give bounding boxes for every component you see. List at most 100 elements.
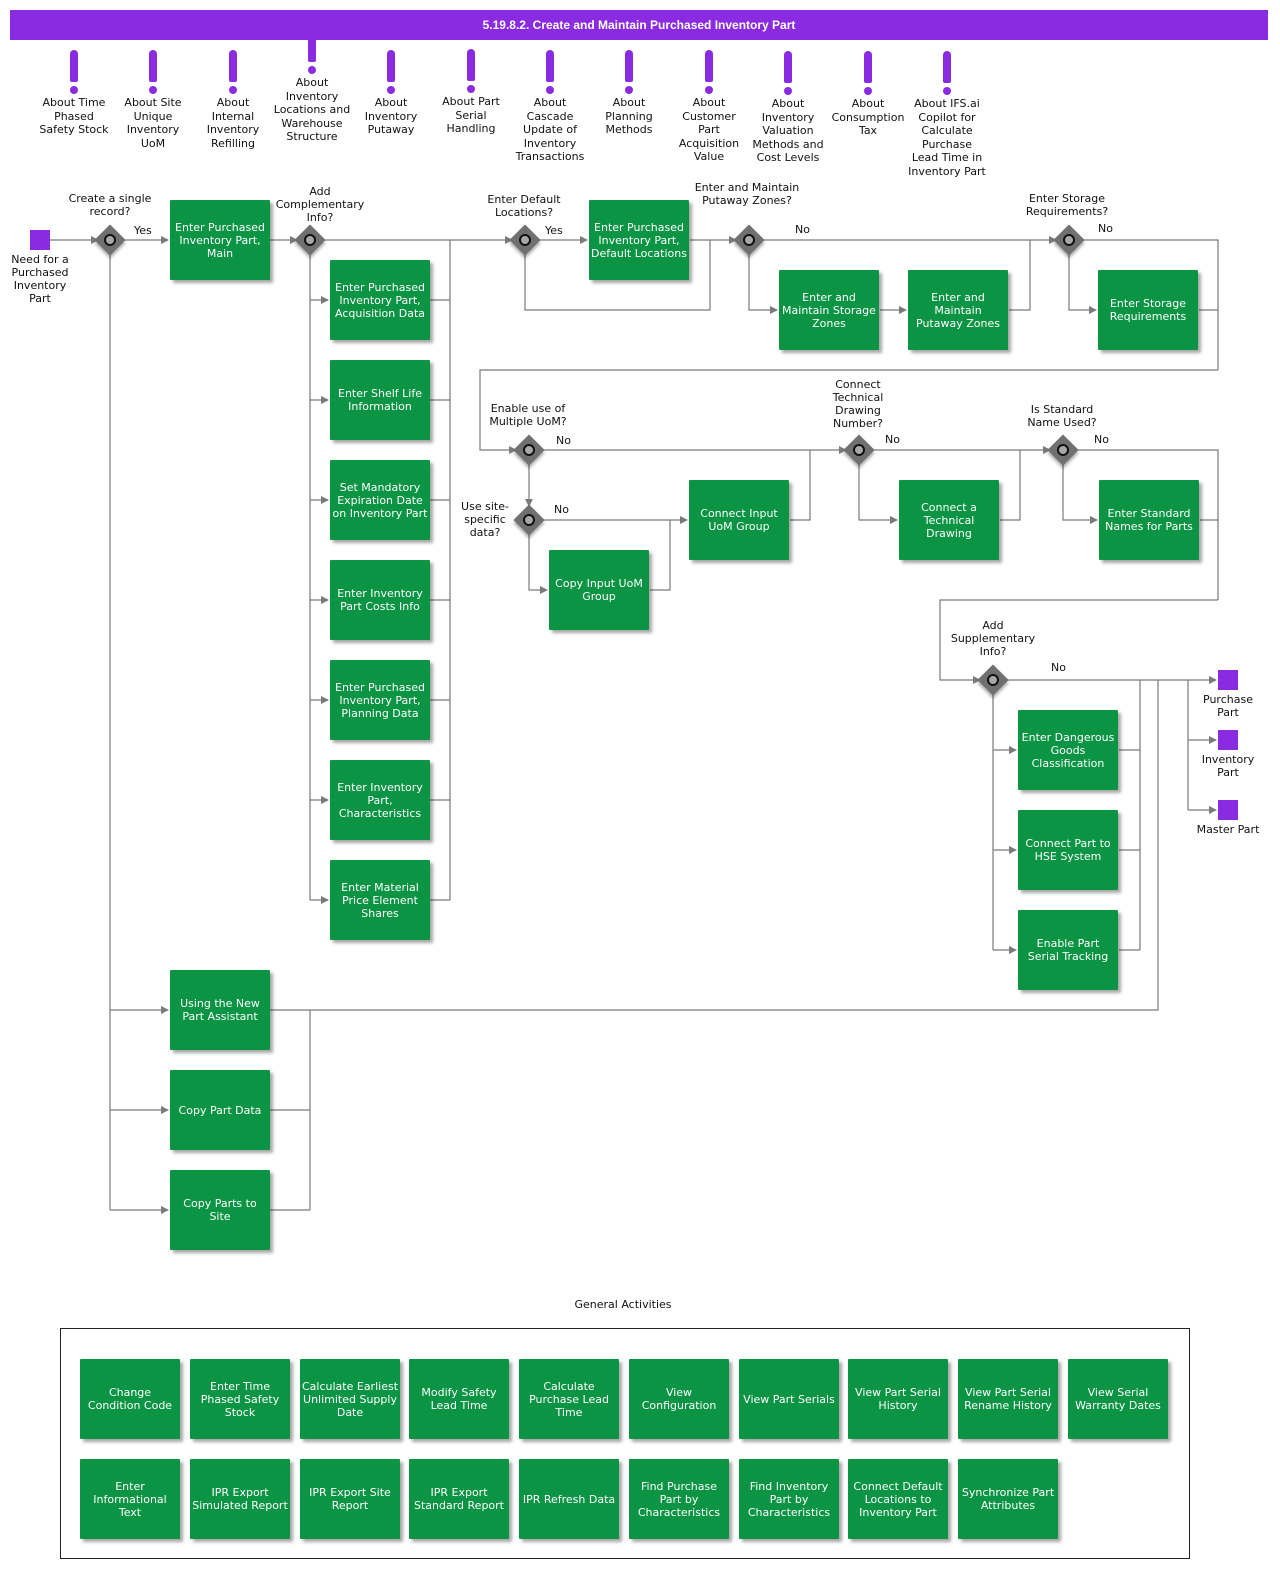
note-label: About Consumption Tax	[831, 97, 905, 137]
end-event-label: Purchase Part	[1203, 693, 1253, 719]
general-activity[interactable]: Synchronize Part Attributes	[958, 1459, 1058, 1539]
activity-storage-zones[interactable]: Enter and Maintain Storage Zones	[779, 270, 879, 350]
flow-label-no: No	[556, 434, 571, 447]
note-label: About Internal Inventory Refilling	[206, 96, 260, 150]
exclamation-icon	[148, 50, 158, 96]
gateway-label: Add Supplementary Info?	[950, 619, 1036, 658]
flow-label-no: No	[795, 223, 810, 236]
general-activity[interactable]: Calculate Earliest Unlimited Supply Date	[300, 1359, 400, 1439]
general-activity[interactable]: Enter Informational Text	[80, 1459, 180, 1539]
general-activity[interactable]: Modify Safety Lead Time	[409, 1359, 509, 1439]
note-part-serial-handling[interactable]: About Part Serial Handling	[432, 49, 510, 136]
start-event-label: Need for a Purchased Inventory Part	[11, 253, 69, 305]
flow-label-no: No	[1098, 222, 1113, 235]
note-valuation-methods[interactable]: About Inventory Valuation Methods and Co…	[749, 51, 827, 165]
exclamation-icon	[69, 50, 79, 96]
activity-serial-tracking[interactable]: Enable Part Serial Tracking	[1018, 910, 1118, 990]
end-event-purchase-part[interactable]	[1218, 670, 1238, 690]
end-event-inventory-part[interactable]	[1218, 730, 1238, 750]
exclamation-icon	[624, 50, 634, 96]
activity-copy-parts-to-site[interactable]: Copy Parts to Site	[170, 1170, 270, 1250]
note-inventory-putaway[interactable]: About Inventory Putaway	[352, 50, 430, 137]
flow-label-yes: Yes	[545, 224, 563, 237]
note-label: About Planning Methods	[605, 96, 653, 136]
general-activity[interactable]: View Serial Warranty Dates	[1068, 1359, 1168, 1439]
general-activity[interactable]: View Part Serials	[739, 1359, 839, 1439]
activity-price-element-shares[interactable]: Enter Material Price Element Shares	[330, 860, 430, 940]
activity-hse-system[interactable]: Connect Part to HSE System	[1018, 810, 1118, 890]
note-label: About Inventory Putaway	[364, 96, 418, 136]
activity-enter-main[interactable]: Enter Purchased Inventory Part, Main	[170, 200, 270, 280]
exclamation-icon	[863, 51, 873, 97]
exclamation-icon	[466, 49, 476, 95]
activity-dangerous-goods[interactable]: Enter Dangerous Goods Classification	[1018, 710, 1118, 790]
note-planning-methods[interactable]: About Planning Methods	[590, 50, 668, 137]
activity-characteristics[interactable]: Enter Inventory Part, Characteristics	[330, 760, 430, 840]
activity-part-assistant[interactable]: Using the New Part Assistant	[170, 970, 270, 1050]
note-label: About Time Phased Safety Stock	[39, 96, 109, 136]
flow-label-no: No	[554, 503, 569, 516]
general-activity[interactable]: View Configuration	[629, 1359, 729, 1439]
general-activity[interactable]: Find Purchase Part by Characteristics	[629, 1459, 729, 1539]
general-activity[interactable]: Calculate Purchase Lead Time	[519, 1359, 619, 1439]
note-inventory-locations[interactable]: About Inventory Locations and Warehouse …	[273, 30, 351, 144]
general-activity[interactable]: IPR Refresh Data	[519, 1459, 619, 1539]
general-activity[interactable]: IPR Export Standard Report	[409, 1459, 509, 1539]
gateway-label: Connect Technical Drawing Number?	[832, 378, 884, 430]
general-activity[interactable]: View Part Serial History	[848, 1359, 948, 1439]
general-activity[interactable]: View Part Serial Rename History	[958, 1359, 1058, 1439]
activity-planning-data[interactable]: Enter Purchased Inventory Part, Planning…	[330, 660, 430, 740]
exclamation-icon	[307, 30, 317, 76]
gateway-label: Enter and Maintain Putaway Zones?	[694, 181, 800, 207]
note-consumption-tax[interactable]: About Consumption Tax	[829, 51, 907, 138]
end-event-label: Master Part	[1196, 823, 1260, 836]
gateway-label: Create a single record?	[68, 192, 152, 218]
general-activity[interactable]: IPR Export Simulated Report	[190, 1459, 290, 1539]
activity-copy-uom-group[interactable]: Copy Input UoM Group	[549, 550, 649, 630]
note-label: About Customer Part Acquisition Value	[678, 96, 740, 163]
activity-default-locations[interactable]: Enter Purchased Inventory Part, Default …	[589, 200, 689, 280]
note-label: About Cascade Update of Inventory Transa…	[515, 96, 585, 163]
exclamation-icon	[704, 50, 714, 96]
note-time-phased-safety-stock[interactable]: About Time Phased Safety Stock	[35, 50, 113, 137]
activity-shelf-life[interactable]: Enter Shelf Life Information	[330, 360, 430, 440]
activity-technical-drawing[interactable]: Connect a Technical Drawing	[899, 480, 999, 560]
activity-putaway-zones[interactable]: Enter and Maintain Putaway Zones	[908, 270, 1008, 350]
general-activity[interactable]: Enter Time Phased Safety Stock	[190, 1359, 290, 1439]
general-activity[interactable]: IPR Export Site Report	[300, 1459, 400, 1539]
activity-standard-names[interactable]: Enter Standard Names for Parts	[1099, 480, 1199, 560]
note-customer-acquisition-value[interactable]: About Customer Part Acquisition Value	[670, 50, 748, 164]
note-internal-refilling[interactable]: About Internal Inventory Refilling	[194, 50, 272, 150]
activity-expiration-date[interactable]: Set Mandatory Expiration Date on Invento…	[330, 460, 430, 540]
end-event-master-part[interactable]	[1218, 800, 1238, 820]
general-activities-group	[60, 1328, 1190, 1559]
note-label: About Inventory Valuation Methods and Co…	[752, 97, 824, 164]
start-event[interactable]	[30, 230, 50, 250]
general-activity[interactable]: Change Condition Code	[80, 1359, 180, 1439]
activity-copy-part-data[interactable]: Copy Part Data	[170, 1070, 270, 1150]
activity-storage-requirements[interactable]: Enter Storage Requirements	[1098, 270, 1198, 350]
exclamation-icon	[942, 51, 952, 97]
note-label: About Site Unique Inventory UoM	[124, 96, 182, 150]
end-event-label: Inventory Part	[1201, 753, 1255, 779]
gateway-label: Enter Default Locations?	[487, 193, 561, 219]
general-activity[interactable]: Find Inventory Part by Characteristics	[739, 1459, 839, 1539]
activity-costs-info[interactable]: Enter Inventory Part Costs Info	[330, 560, 430, 640]
note-cascade-update[interactable]: About Cascade Update of Inventory Transa…	[511, 50, 589, 164]
exclamation-icon	[228, 50, 238, 96]
note-site-unique-uom[interactable]: About Site Unique Inventory UoM	[114, 50, 192, 150]
gateway-label: Is Standard Name Used?	[1027, 403, 1097, 429]
exclamation-icon	[545, 50, 555, 96]
activity-acquisition-data[interactable]: Enter Purchased Inventory Part, Acquisit…	[330, 260, 430, 340]
note-label: About Part Serial Handling	[442, 95, 500, 135]
note-ifs-ai-copilot[interactable]: About IFS.ai Copilot for Calculate Purch…	[908, 51, 986, 178]
note-label: About Inventory Locations and Warehouse …	[273, 76, 351, 143]
general-activity[interactable]: Connect Default Locations to Inventory P…	[848, 1459, 948, 1539]
activity-connect-uom-group[interactable]: Connect Input UoM Group	[689, 480, 789, 560]
gateway-label: Enter Storage Requirements?	[1025, 192, 1109, 218]
gateway-label: Enable use of Multiple UoM?	[489, 402, 567, 428]
exclamation-icon	[783, 51, 793, 97]
diagram-title: 5.19.8.2. Create and Maintain Purchased …	[10, 10, 1268, 40]
